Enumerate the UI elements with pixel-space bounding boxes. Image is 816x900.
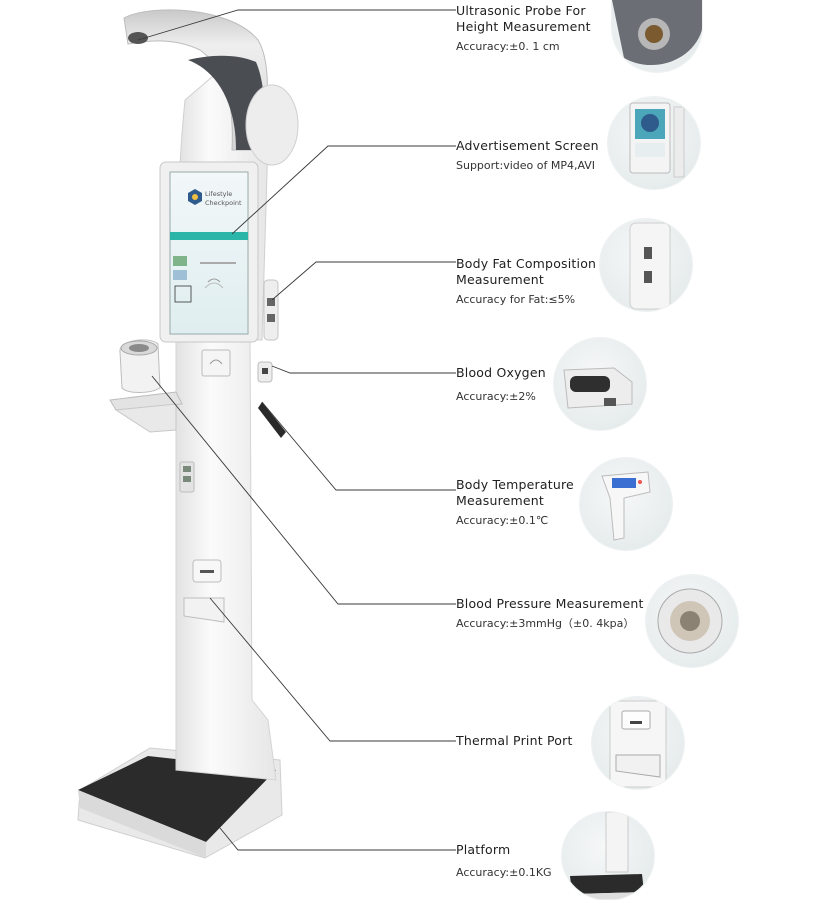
thumb-advertisement-screen	[608, 97, 700, 189]
callout-platform: Platform Accuracy:±0.1KG	[456, 842, 656, 880]
leader-line-oxygen	[271, 365, 456, 374]
leader-line-platform	[219, 827, 456, 851]
callout-title-line2: Measurement	[456, 493, 545, 508]
leader-lines	[137, 9, 456, 851]
callout-title-line2: Measurement	[456, 272, 545, 287]
callout-spec: Accuracy:±2%	[456, 390, 536, 403]
advertisement-screen: Lifestyle Checkpoint	[159, 161, 259, 343]
body-fat-electrodes	[263, 279, 279, 341]
leader-line-temperature	[261, 401, 456, 491]
leader-line-pressure	[151, 375, 456, 605]
callout-title: Advertisement Screen	[456, 138, 599, 153]
leader-line-printer	[209, 597, 456, 742]
thumb-platform	[562, 812, 654, 900]
thumb-thermal-printer	[592, 697, 684, 789]
callout-height: Ultrasonic Probe For Height Measurement …	[456, 3, 656, 54]
leader-line-fat	[271, 261, 456, 301]
callout-title: Blood Oxygen	[456, 365, 546, 380]
callout-title: Body Temperature	[456, 477, 574, 492]
thumb-blood-pressure	[646, 575, 738, 667]
callout-title: Body Fat Composition	[456, 256, 597, 271]
screen-brand-line1: Lifestyle	[205, 190, 232, 198]
callout-spec: Support:video of MP4,AVI	[456, 159, 596, 172]
callout-printer: Thermal Print Port	[456, 733, 656, 749]
thermometer-cable	[258, 402, 286, 438]
callout-title-line2: Height Measurement	[456, 19, 591, 34]
screen-brand-line2: Checkpoint	[205, 199, 242, 207]
callout-spec: Accuracy:±0. 1 cm	[456, 40, 560, 53]
callout-title: Thermal Print Port	[456, 733, 573, 748]
callout-temperature: Body Temperature Measurement Accuracy:±0…	[456, 477, 656, 528]
printer-slot	[183, 559, 225, 623]
callout-spec: Accuracy:±0.1KG	[456, 866, 552, 879]
card-reader	[201, 349, 231, 377]
thumb-thermometer	[580, 458, 672, 550]
thumb-ultrasonic-probe	[612, 0, 702, 72]
callout-pressure: Blood Pressure Measurement Accuracy:±3mm…	[456, 596, 676, 631]
callout-title: Blood Pressure Measurement	[456, 596, 644, 611]
callout-spec: Accuracy for Fat:≤5%	[456, 293, 576, 306]
callout-screen: Advertisement Screen Support:video of MP…	[456, 138, 656, 173]
callout-spec: Accuracy:±0.1℃	[456, 514, 549, 527]
side-speaker	[245, 84, 299, 166]
callout-title: Platform	[456, 842, 511, 857]
thumb-body-fat	[600, 219, 692, 311]
callout-title: Ultrasonic Probe For	[456, 3, 586, 18]
callout-fat: Body Fat Composition Measurement Accurac…	[456, 256, 656, 307]
callout-oxygen: Blood Oxygen Accuracy:±2%	[456, 365, 656, 404]
ultrasonic-probe	[128, 32, 148, 44]
leader-line-height	[137, 9, 456, 41]
blood-pressure-cuff	[109, 339, 183, 433]
callout-spec: Accuracy:±3mmHg（±0. 4kpa）	[456, 617, 635, 630]
thumb-blood-oxygen	[554, 338, 646, 430]
leader-line-screen	[231, 145, 456, 235]
